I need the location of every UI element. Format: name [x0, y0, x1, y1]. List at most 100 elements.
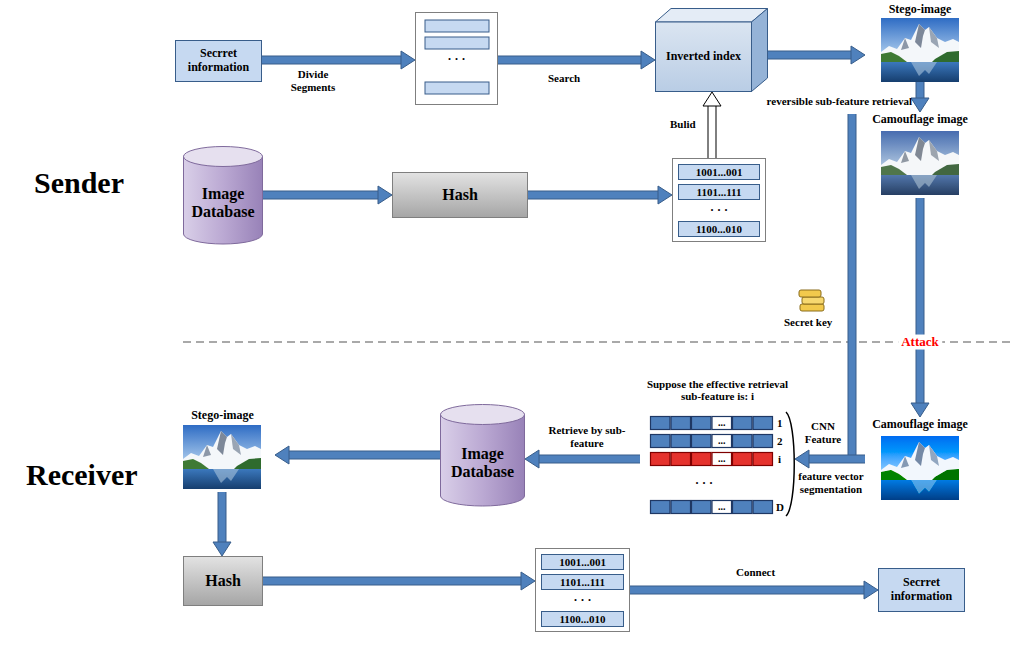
- feature-cell: [712, 417, 732, 430]
- arrow-shaft: [528, 192, 660, 199]
- info-box: Secrret information: [878, 568, 965, 612]
- arrow-head: [911, 403, 929, 417]
- row-index: i: [778, 452, 781, 466]
- feature-cell: [733, 417, 753, 430]
- edge-label: Divide Segments: [282, 68, 344, 93]
- node-text: 1100...010: [696, 222, 742, 236]
- feature-cell: [651, 501, 671, 514]
- feature-cell: [651, 453, 671, 466]
- block-arrow: [263, 186, 392, 204]
- feature-row: ...: [650, 416, 773, 430]
- node-text: Camouflage image: [872, 417, 968, 431]
- row-index: 1: [777, 416, 783, 430]
- arrow-head: [213, 542, 231, 556]
- block-arrow: [213, 492, 231, 556]
- node-text: 1101...111: [697, 185, 742, 199]
- hash-code: 1101...111: [541, 574, 624, 590]
- hash-list: · · ·1001...0011101...1111100...010: [535, 548, 630, 632]
- arrow-outline: [262, 56, 403, 65]
- edge-label: Retrieve by sub-feature: [546, 424, 628, 449]
- arrow-outline: [768, 51, 853, 60]
- feature-row-selected: ...: [650, 452, 773, 466]
- edge-label: Connect: [736, 566, 775, 579]
- annotation: CNN Feature: [799, 420, 847, 445]
- feature-cell: [692, 453, 712, 466]
- arrow-outline: [263, 191, 380, 200]
- arrow-head: [658, 186, 672, 204]
- key-icon-part: [800, 304, 824, 311]
- feature-cell: [671, 501, 691, 514]
- camouflage-photo: [881, 131, 959, 195]
- node-text: · · ·: [447, 52, 465, 66]
- cylinder-top: [441, 405, 525, 425]
- arrow-outline: [916, 198, 925, 405]
- arrow-outline: [528, 191, 660, 200]
- arrow-head: [378, 186, 392, 204]
- key-icon-part: [802, 297, 824, 304]
- arrow-head: [911, 98, 929, 112]
- node-text: 1001...001: [559, 555, 606, 569]
- arrow-shaft: [498, 57, 643, 64]
- block-arrow: [525, 450, 640, 468]
- block-arrow: [911, 198, 929, 417]
- node-text: Image Database: [442, 445, 523, 482]
- node-text: 1001...001: [696, 165, 743, 179]
- arrow-head: [851, 46, 865, 64]
- cube-side: [752, 9, 768, 92]
- feature-cell: [671, 453, 691, 466]
- stego-photo: [183, 425, 261, 489]
- feature-cell: [733, 453, 753, 466]
- block-arrow: [498, 51, 655, 69]
- edge-label: Attack: [898, 335, 942, 350]
- image-node: Camouflage image: [865, 112, 975, 198]
- arrow-head: [795, 450, 809, 468]
- node-text: Suppose the effective retrieval sub-feat…: [640, 378, 795, 402]
- block-arrow: [528, 186, 672, 204]
- feature-matrix: Suppose the effective retrieval sub-feat…: [640, 376, 795, 520]
- row-outline: [650, 416, 773, 430]
- side-label: Receiver: [26, 458, 138, 493]
- arrow-shaft: [537, 456, 640, 463]
- node-text: Secrret information: [883, 576, 960, 604]
- block-arrow: [768, 46, 865, 64]
- arrow-outline: [537, 455, 640, 464]
- arrow-shaft: [768, 52, 853, 59]
- node-text: · · ·: [710, 203, 728, 217]
- segment-bars: [425, 20, 489, 94]
- divider-dashed-line: [183, 341, 1015, 342]
- cylinder-top: [184, 147, 263, 167]
- node-text: Image Database: [185, 185, 261, 222]
- annotation: reversible sub-feature retrieval: [767, 95, 912, 108]
- side-label: Sender: [34, 166, 124, 201]
- feature-cell: [651, 417, 671, 430]
- hash-code: 1001...001: [678, 164, 760, 180]
- ellipsis: · · ·: [695, 476, 713, 490]
- feature-cell: [712, 435, 732, 448]
- index-cube: Inverted index: [655, 8, 768, 92]
- feature-cell: [651, 435, 671, 448]
- arrow-outline: [287, 451, 440, 460]
- feature-cell: [712, 453, 732, 466]
- image-node: Stego-image: [170, 408, 275, 492]
- arrow-shaft: [263, 192, 380, 199]
- arrow-head: [703, 92, 721, 106]
- hash-box: Hash: [183, 556, 263, 606]
- key-line: [849, 114, 856, 459]
- arrow-outline: [218, 492, 227, 544]
- node-text: Secrret information: [180, 47, 257, 75]
- feature-cell: [692, 501, 712, 514]
- feature-cell: [733, 501, 753, 514]
- arrow-outline: [807, 455, 865, 464]
- feature-cell: [692, 417, 712, 430]
- block-arrow: [911, 82, 929, 112]
- feature-cell: [753, 417, 773, 430]
- node-text: ...: [712, 453, 733, 465]
- arrow-outline: [263, 577, 523, 586]
- row-outline: [650, 500, 773, 514]
- hash-code: 1100...010: [541, 611, 624, 627]
- cylinder-body: [184, 156, 263, 244]
- node-text: 1101...111: [560, 575, 605, 589]
- arrow-head: [641, 51, 655, 69]
- cube-front: [656, 22, 752, 92]
